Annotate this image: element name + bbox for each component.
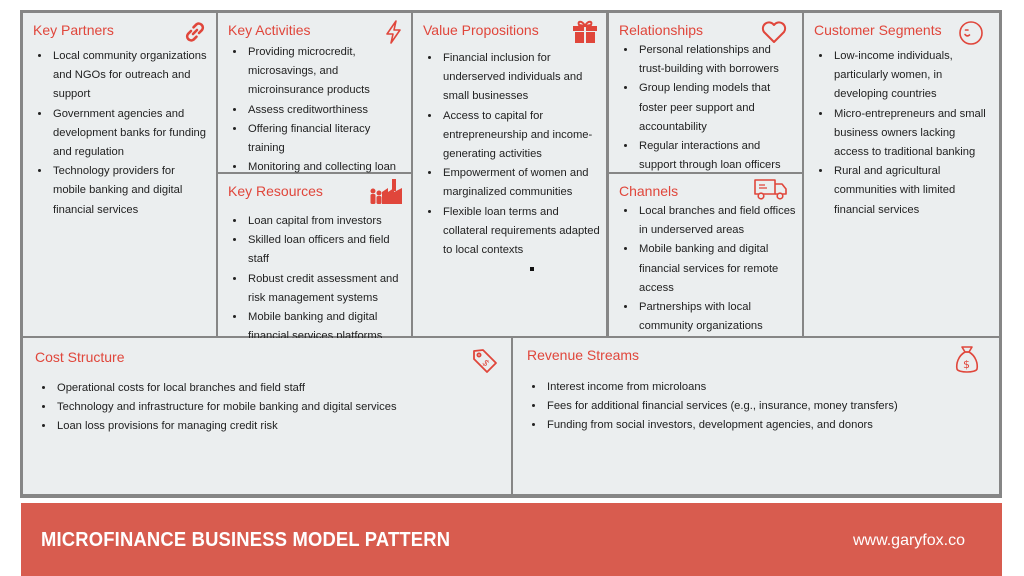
key-partners-list: Local community organizations and NGOs f… [33, 47, 210, 220]
footer-title: MICROFINANCE BUSINESS MODEL PATTERN [41, 529, 451, 551]
cost-structure-list: Operational costs for local branches and… [37, 379, 505, 437]
relationships-section: Relationships Personal relationships and… [609, 13, 802, 190]
list-item: Local branches and field offices in unde… [637, 202, 796, 240]
money-bag-icon: $ [954, 344, 980, 376]
key-activities-title: Key Activities [228, 22, 311, 38]
key-resources-title: Key Resources [228, 183, 323, 199]
channels-section: Channels Local branches and field office… [609, 174, 802, 336]
list-item: Assess creditworthiness [246, 101, 405, 120]
list-item: Government agencies and development bank… [51, 105, 210, 163]
value-propositions-title: Value Propositions [423, 22, 539, 38]
list-item: Group lending models that foster peer su… [637, 79, 796, 137]
list-item: Fees for additional financial services (… [545, 397, 993, 416]
heart-icon [760, 18, 788, 46]
lightning-icon [380, 18, 408, 46]
list-item: Interest income from microloans [545, 378, 993, 397]
list-item: Operational costs for local branches and… [55, 379, 505, 398]
list-item: Technology and infrastructure for mobile… [55, 398, 505, 417]
list-item: Funding from social investors, developme… [545, 416, 993, 435]
channels-title: Channels [619, 183, 679, 199]
revenue-streams-title: Revenue Streams [527, 347, 640, 363]
key-resources-section: Key Resources Loan capital from investor… [218, 174, 411, 342]
key-activities-list: Providing microcredit, microsavings, and… [228, 43, 405, 197]
list-item: Micro-entrepreneurs and small business o… [832, 105, 993, 163]
list-item: Personal relationships and trust-buildin… [637, 41, 796, 79]
truck-icon [753, 176, 789, 202]
list-item: Financial inclusion for underserved indi… [441, 49, 600, 107]
value-propositions-section: Value Propositions Financial inclusion f… [413, 13, 606, 336]
list-item: Providing microcredit, microsavings, and… [246, 43, 405, 101]
key-activities-section: Key Activities Providing microcredit, mi… [218, 13, 411, 192]
relationships-title: Relationships [619, 22, 704, 38]
list-item: Loan loss provisions for managing credit… [55, 417, 505, 436]
stray-dot [530, 267, 534, 271]
customer-segments-section: Customer Segments Low-income individuals… [804, 13, 999, 336]
list-item: Loan capital from investors [246, 212, 405, 231]
list-item: Access to capital for entrepreneurship a… [441, 107, 600, 165]
list-item: Offering financial literacy training [246, 120, 405, 158]
svg-text:$: $ [480, 358, 491, 369]
svg-text:$: $ [963, 358, 970, 371]
list-item: Skilled loan officers and field staff [246, 231, 405, 269]
revenue-streams-list: Interest income from microloansFees for … [527, 378, 993, 436]
revenue-streams-section: Revenue Streams $ Interest income from m… [513, 338, 999, 494]
customer-segments-list: Low-income individuals, particularly wom… [814, 47, 993, 220]
list-item: Technology providers for mobile banking … [51, 162, 210, 220]
list-item: Flexible loan terms and collateral requi… [441, 203, 600, 261]
key-resources-list: Loan capital from investorsSkilled loan … [228, 212, 405, 346]
price-tag-icon: $ [471, 346, 499, 374]
list-item: Robust credit assessment and risk manage… [246, 270, 405, 308]
factory-icon [368, 176, 404, 206]
channels-list: Local branches and field offices in unde… [619, 202, 796, 336]
footer-banner: MICROFINANCE BUSINESS MODEL PATTERN www.… [21, 503, 1002, 576]
list-item: Local community organizations and NGOs f… [51, 47, 210, 105]
key-partners-title: Key Partners [33, 22, 114, 38]
key-partners-section: Key Partners Local community organizatio… [23, 13, 216, 336]
list-item: Empowerment of women and marginalized co… [441, 164, 600, 202]
relationships-list: Personal relationships and trust-buildin… [619, 41, 796, 195]
cost-structure-title: Cost Structure [35, 349, 125, 365]
link-icon [181, 18, 209, 46]
list-item: Partnerships with local community organi… [637, 298, 796, 336]
footer-url[interactable]: www.garyfox.co [852, 532, 965, 549]
customer-segments-title: Customer Segments [814, 22, 942, 38]
list-item: Low-income individuals, particularly wom… [832, 47, 993, 105]
smiley-icon [957, 19, 985, 47]
list-item: Rural and agricultural communities with … [832, 162, 993, 220]
value-propositions-list: Financial inclusion for underserved indi… [423, 49, 600, 260]
gift-icon [571, 17, 599, 45]
list-item: Mobile banking and digital financial ser… [637, 240, 796, 298]
cost-structure-section: Cost Structure $ Operational costs for l… [23, 338, 511, 494]
